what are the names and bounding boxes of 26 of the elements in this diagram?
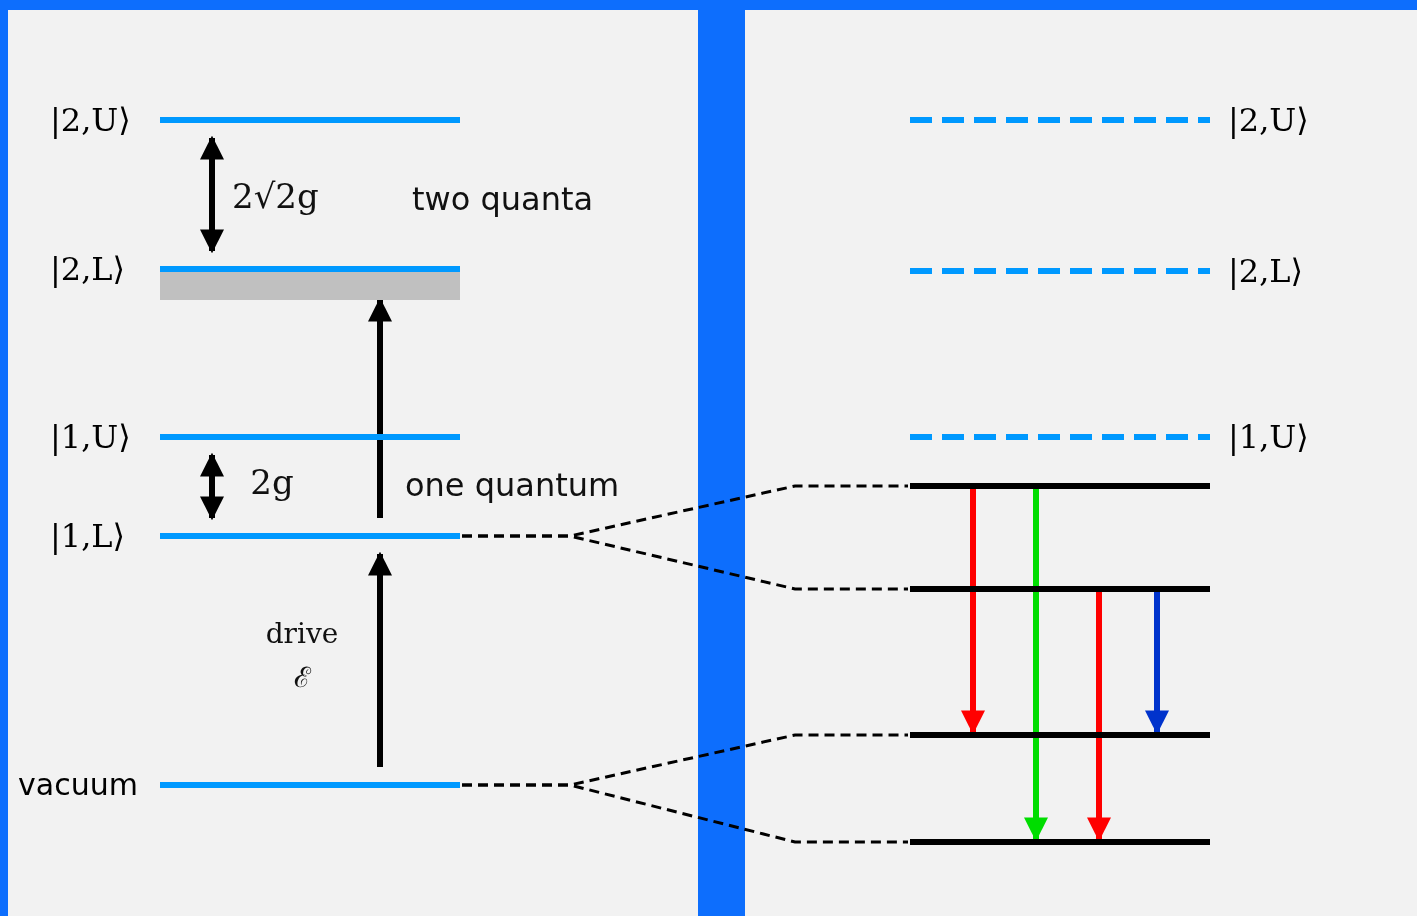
transition-arrow	[961, 489, 985, 735]
transition-arrow	[200, 452, 224, 521]
state-label: |2,L⟩	[50, 251, 126, 287]
dashed-connector	[462, 783, 908, 844]
energy-level-bar	[910, 483, 1210, 489]
transition-arrow	[1087, 592, 1111, 842]
transition-arrow	[200, 135, 224, 254]
state-label: |2,U⟩	[50, 102, 131, 138]
transition-arrow	[1145, 592, 1169, 735]
edge-label: 2g	[249, 461, 295, 504]
energy-level-bar	[910, 586, 1210, 592]
state-label: |1,L⟩	[50, 518, 126, 554]
state-label: |2,L⟩	[1228, 253, 1304, 289]
state-label: |2,U⟩	[1228, 102, 1309, 138]
edge-label: drive ℰ	[264, 616, 340, 696]
dashed-connector	[462, 534, 908, 591]
annotation-text: one quantum	[405, 466, 620, 504]
edge-label: 2√2g	[232, 175, 320, 218]
energy-level-bar	[910, 732, 1210, 738]
annotation-text: two quanta	[412, 180, 594, 218]
transition-arrow	[1024, 489, 1048, 842]
transition-arrow	[368, 551, 392, 767]
state-label: vacuum	[18, 767, 138, 803]
state-label: |1,U⟩	[1228, 419, 1309, 455]
energy-level-bar	[910, 839, 1210, 845]
state-label: |1,U⟩	[50, 419, 131, 455]
